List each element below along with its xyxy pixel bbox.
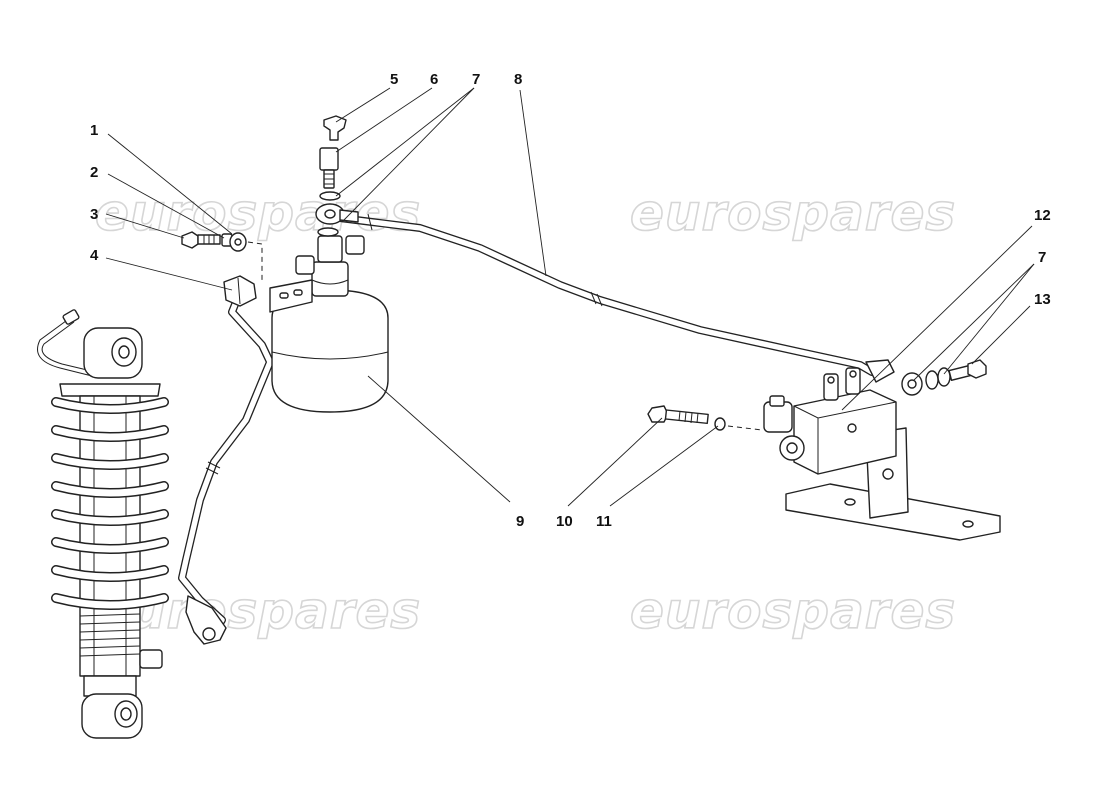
right-bolt-assembly	[901, 359, 987, 396]
left-bolt-assembly	[181, 231, 263, 282]
callout-3: 3	[90, 206, 98, 223]
lower-pipe	[178, 275, 274, 645]
callout-7: 7	[472, 71, 480, 88]
callout-10: 10	[556, 513, 573, 530]
accumulator-sphere	[269, 235, 389, 413]
callout-9: 9	[516, 513, 524, 530]
callout-4: 4	[90, 247, 99, 264]
callout-7-right: 7	[1038, 249, 1046, 266]
callout-11: 11	[596, 513, 612, 530]
valve-block	[763, 359, 1001, 541]
callout-5: 5	[390, 71, 398, 88]
callout-6: 6	[430, 71, 438, 88]
watermark: eurospares	[630, 582, 956, 640]
watermark: eurospares	[95, 582, 421, 640]
callout-2: 2	[90, 164, 98, 181]
bolt-and-washer	[647, 405, 763, 431]
callout-1: 1	[90, 122, 98, 139]
callout-8: 8	[514, 71, 522, 88]
watermark: eurospares	[95, 184, 421, 242]
callout-12: 12	[1034, 207, 1051, 224]
top-fitting-stack	[315, 115, 359, 237]
leader-lines	[105, 87, 1035, 507]
thread-section	[79, 613, 141, 657]
watermarks: eurospares eurospares eurospares eurospa…	[94, 183, 956, 641]
coil-spring	[51, 397, 169, 610]
callout-13: 13	[1034, 291, 1051, 308]
hydraulic-pipe	[336, 213, 876, 376]
shock-absorber	[37, 309, 169, 739]
watermark: eurospares	[630, 184, 956, 242]
callout-labels: 1 2 3 4 5 6 7 8 9 10 11 12 7 13	[90, 71, 1051, 530]
